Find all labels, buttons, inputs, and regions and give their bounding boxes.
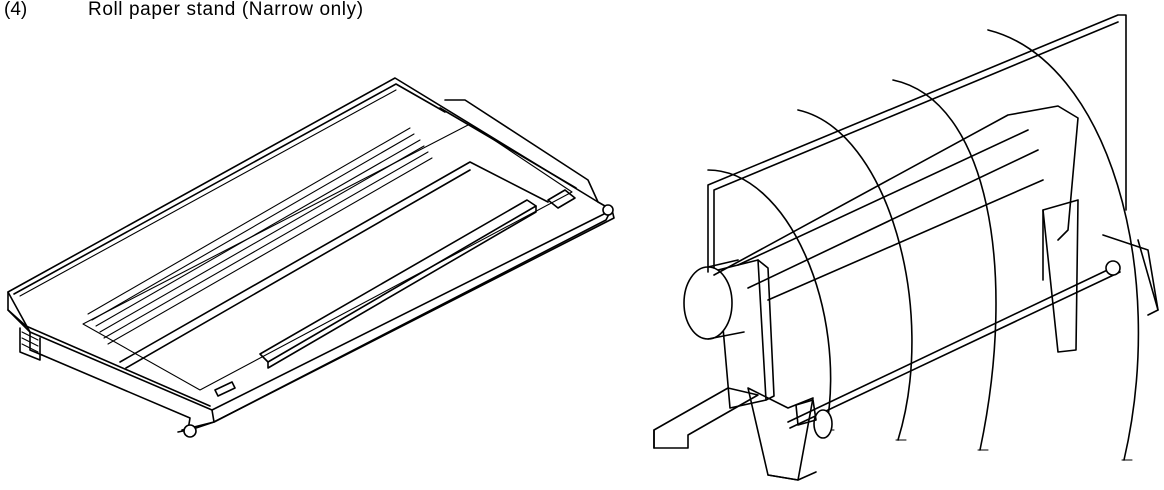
printer-cover-drawing	[0, 70, 640, 445]
roll-paper-stand-drawing	[648, 10, 1164, 490]
section-title: Roll paper stand (Narrow only)	[88, 0, 364, 20]
section-number: (4)	[4, 0, 28, 20]
